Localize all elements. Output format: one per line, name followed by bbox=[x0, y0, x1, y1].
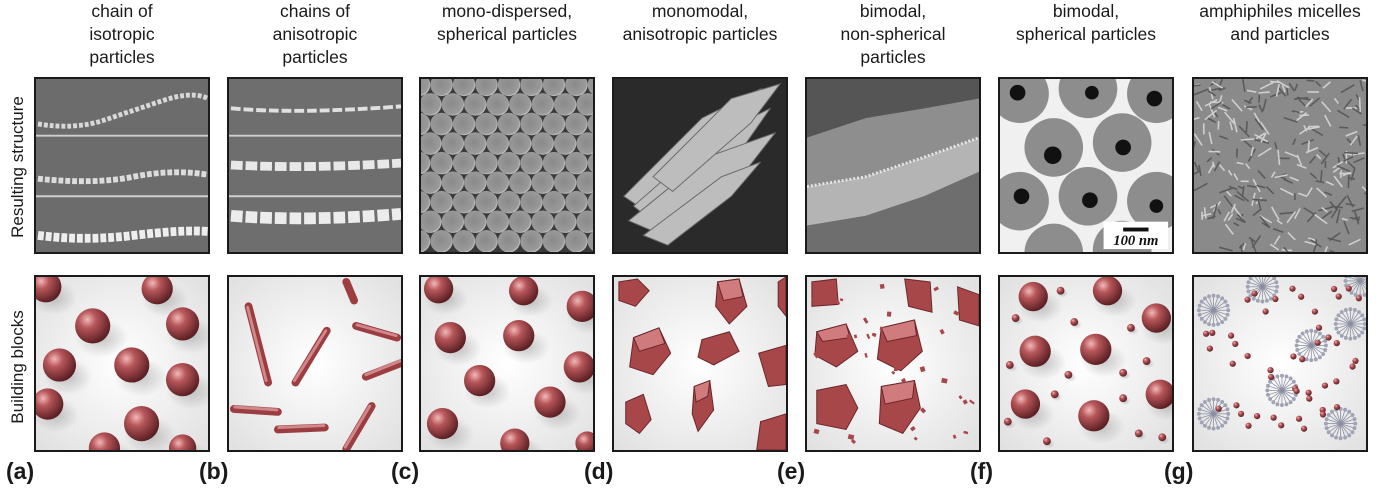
sem-panel-e bbox=[805, 77, 981, 254]
sem-panel-a bbox=[34, 77, 210, 254]
panel-label-d: (d) bbox=[584, 458, 614, 484]
building-block-panel-f bbox=[998, 275, 1174, 452]
sem-panel-d bbox=[612, 77, 788, 254]
sem-panel-f: 100 nm bbox=[998, 77, 1174, 254]
panel-label-f: (f) bbox=[970, 458, 993, 484]
building-block-panel-d bbox=[612, 275, 788, 452]
building-block-panel-a bbox=[34, 275, 210, 452]
column-title-a: chain of isotropic particles bbox=[89, 1, 155, 67]
row-label-building-blocks: Building blocks bbox=[8, 310, 27, 424]
building-block-panel-e bbox=[805, 275, 981, 452]
scale-bar-label: 100 nm bbox=[1113, 233, 1158, 249]
panel-label-b: (b) bbox=[199, 458, 229, 484]
panel-label-c: (c) bbox=[391, 458, 420, 484]
sem-panel-c bbox=[419, 77, 595, 254]
sem-panel-g bbox=[1192, 77, 1368, 254]
panel-label-g: (g) bbox=[1164, 458, 1194, 484]
building-block-panel-b bbox=[227, 275, 403, 452]
column-title-d: monomodal, anisotropic particles bbox=[622, 1, 778, 44]
column-title-b: chains of anisotropic particles bbox=[272, 1, 358, 67]
building-block-panel-c bbox=[419, 275, 595, 452]
column-title-c: mono-dispersed, spherical particles bbox=[436, 1, 578, 44]
building-block-panel-g bbox=[1192, 275, 1368, 452]
panel-label-a: (a) bbox=[6, 458, 35, 484]
sem-panel-b bbox=[227, 77, 403, 254]
column-title-e: bimodal, non-spherical particles bbox=[840, 1, 946, 67]
column-title-g: amphiphiles micelles and particles bbox=[1199, 1, 1361, 44]
panel-label-e: (e) bbox=[777, 458, 806, 484]
column-title-f: bimodal, spherical particles bbox=[1015, 1, 1157, 44]
row-label-resulting-structure: Resulting structure bbox=[8, 96, 27, 238]
